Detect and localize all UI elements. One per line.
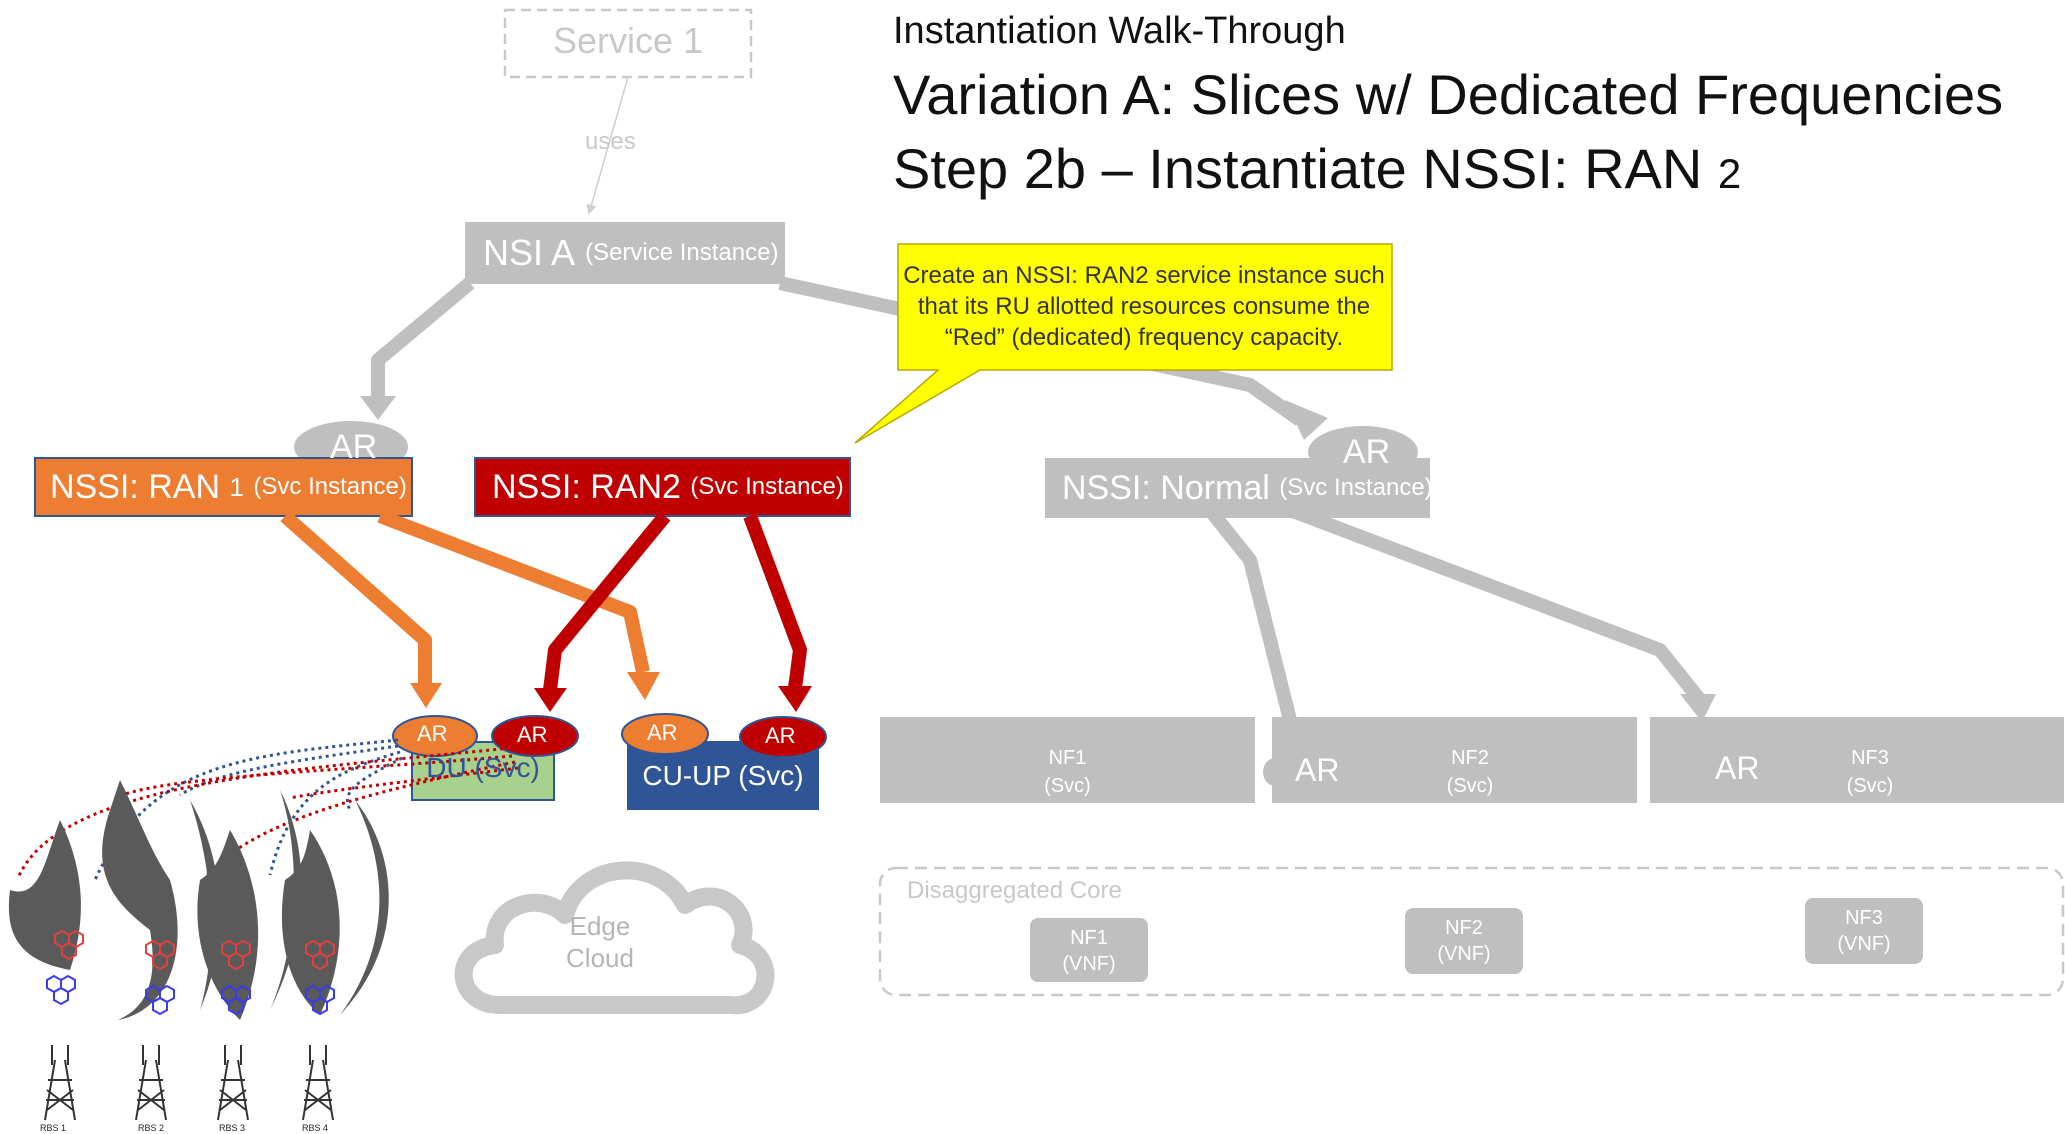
nf2-svc-line1: NF2 — [1451, 747, 1489, 769]
core-label: Disaggregated Core — [907, 877, 1122, 904]
nssi-ran1-label: NSSI: RAN 1 (Svc Instance) — [50, 462, 407, 512]
du-ar-orange-label: AR — [417, 721, 448, 746]
du-ar-red-label: AR — [517, 722, 548, 747]
vnf2-label: NF2 (VNF) — [1405, 915, 1523, 967]
vnf3-line2: (VNF) — [1837, 933, 1891, 955]
vnf1-box[interactable] — [1030, 918, 1148, 982]
nssi-ran2-label: NSSI: RAN2 (Svc Instance) — [492, 462, 844, 512]
cuup-ar-orange-label: AR — [647, 720, 678, 745]
vnf1-label: NF1 (VNF) — [1030, 925, 1148, 977]
nsi-a-label: NSI A (Service Instance) — [483, 230, 778, 276]
service-label: Service 1 — [552, 20, 704, 61]
nsi-a-box[interactable] — [465, 222, 785, 284]
nf3-ar-label: AR — [1715, 750, 1760, 786]
cuup-label: CU-UP (Svc) — [642, 760, 804, 791]
walkthrough-title: Instantiation Walk-Through — [893, 10, 1346, 52]
gray-arrowheads — [360, 396, 1716, 722]
du-to-rbs-links — [16, 738, 519, 881]
edge-cloud-label: Edge Cloud — [540, 910, 660, 974]
edge-cloud-line1: Edge — [569, 911, 631, 941]
callout-text: Create an NSSI: RAN2 service instance su… — [903, 262, 1385, 351]
ran1-arrowheads — [410, 672, 660, 708]
nf1-svc-box[interactable] — [880, 717, 1255, 803]
vnf2-line2: (VNF) — [1437, 943, 1491, 965]
nf2-svc-box[interactable] — [1272, 717, 1637, 803]
edge-cloud-line2: Cloud — [566, 943, 634, 973]
nssi-ran1-box[interactable] — [34, 457, 413, 517]
uses-line — [586, 76, 629, 215]
nf2-svc-line2: (Svc) — [1446, 775, 1494, 797]
rbs-3-label: RBS 3 — [219, 1123, 246, 1133]
ran2-arrowheads — [534, 686, 812, 712]
step-title-sub: 2 — [1717, 150, 1742, 197]
nf1-svc-label: NF1 (Svc) — [880, 744, 1255, 800]
nf2-svc-label: NF2 (Svc) — [1420, 744, 1520, 800]
vnf3-box[interactable] — [1805, 898, 1923, 964]
rbs-3-antenna — [197, 790, 302, 1121]
nf2-ar-bump — [1263, 758, 1287, 786]
rbs-4-label: RBS 4 — [302, 1123, 329, 1133]
nf2-ar-label: AR — [1295, 752, 1340, 788]
ran2-arrows — [543, 511, 807, 691]
vnf1-line2: (VNF) — [1062, 953, 1116, 975]
nf3-svc-label: NF3 (Svc) — [1820, 744, 1920, 800]
nssi-ran2-main: NSSI: RAN2 — [492, 467, 681, 506]
rbs-1-antenna — [8, 820, 84, 1121]
nssi-ran2-sub: (Svc Instance) — [690, 473, 844, 500]
uses-label: uses — [585, 128, 636, 155]
callout-balloon — [854, 243, 1393, 444]
nssi-ran1-main: NSSI: RAN — [50, 467, 221, 506]
rbs-antennas — [8, 780, 389, 1121]
nf3-svc-box[interactable] — [1650, 717, 2064, 803]
nf3-svc-line2: (Svc) — [1846, 775, 1894, 797]
normal-ar-ellipse — [1308, 426, 1418, 478]
cuup-ar-red[interactable] — [739, 716, 827, 758]
ran1-ar-label: AR — [330, 428, 378, 466]
vnf3-line1: NF3 — [1845, 907, 1883, 929]
vnf2-box[interactable] — [1405, 908, 1523, 974]
normal-ar-label: AR — [1343, 433, 1391, 471]
nssi-ran1-num: 1 — [229, 471, 244, 502]
rbs-1-label: RBS 1 — [40, 1123, 67, 1133]
du-ar-red[interactable] — [491, 715, 579, 757]
nf1-svc-line1: NF1 — [1048, 747, 1087, 769]
step-title-main: Step 2b – Instantiate NSSI: RAN — [893, 137, 1703, 200]
nsi-a-sub: (Service Instance) — [585, 239, 779, 266]
nssi-normal-sub: (Svc Instance) — [1279, 474, 1433, 501]
nssi-ran2-box[interactable] — [474, 457, 851, 517]
nssi-normal-label: NSSI: Normal (Svc Instance) — [1062, 463, 1433, 513]
vnf1-line1: NF1 — [1070, 927, 1108, 949]
nf3-svc-line1: NF3 — [1851, 747, 1889, 769]
nssi-ran1-sub: (Svc Instance) — [253, 473, 407, 500]
nsi-a-main: NSI A — [483, 232, 576, 273]
vnf3-label: NF3 (VNF) — [1805, 905, 1923, 957]
cuup-ar-red-label: AR — [765, 723, 796, 748]
du-label: DU (Svc) — [426, 752, 540, 783]
variation-title: Variation A: Slices w/ Dedicated Frequen… — [893, 63, 2004, 126]
cuup-ar-orange[interactable] — [621, 713, 709, 755]
rbs-2-label: RBS 2 — [138, 1123, 165, 1133]
step-title: Step 2b – Instantiate NSSI: RAN 2 — [893, 136, 1741, 201]
du-ar-orange[interactable] — [392, 715, 478, 757]
core-box — [878, 866, 2065, 997]
vnf2-line1: NF2 — [1445, 917, 1483, 939]
nf1-svc-line2: (Svc) — [1044, 775, 1091, 797]
edge-cloud-shape — [454, 861, 775, 1015]
nssi-normal-main: NSSI: Normal — [1062, 468, 1270, 507]
ran1-arrows — [280, 509, 650, 685]
rbs-4-antenna — [281, 800, 389, 1121]
